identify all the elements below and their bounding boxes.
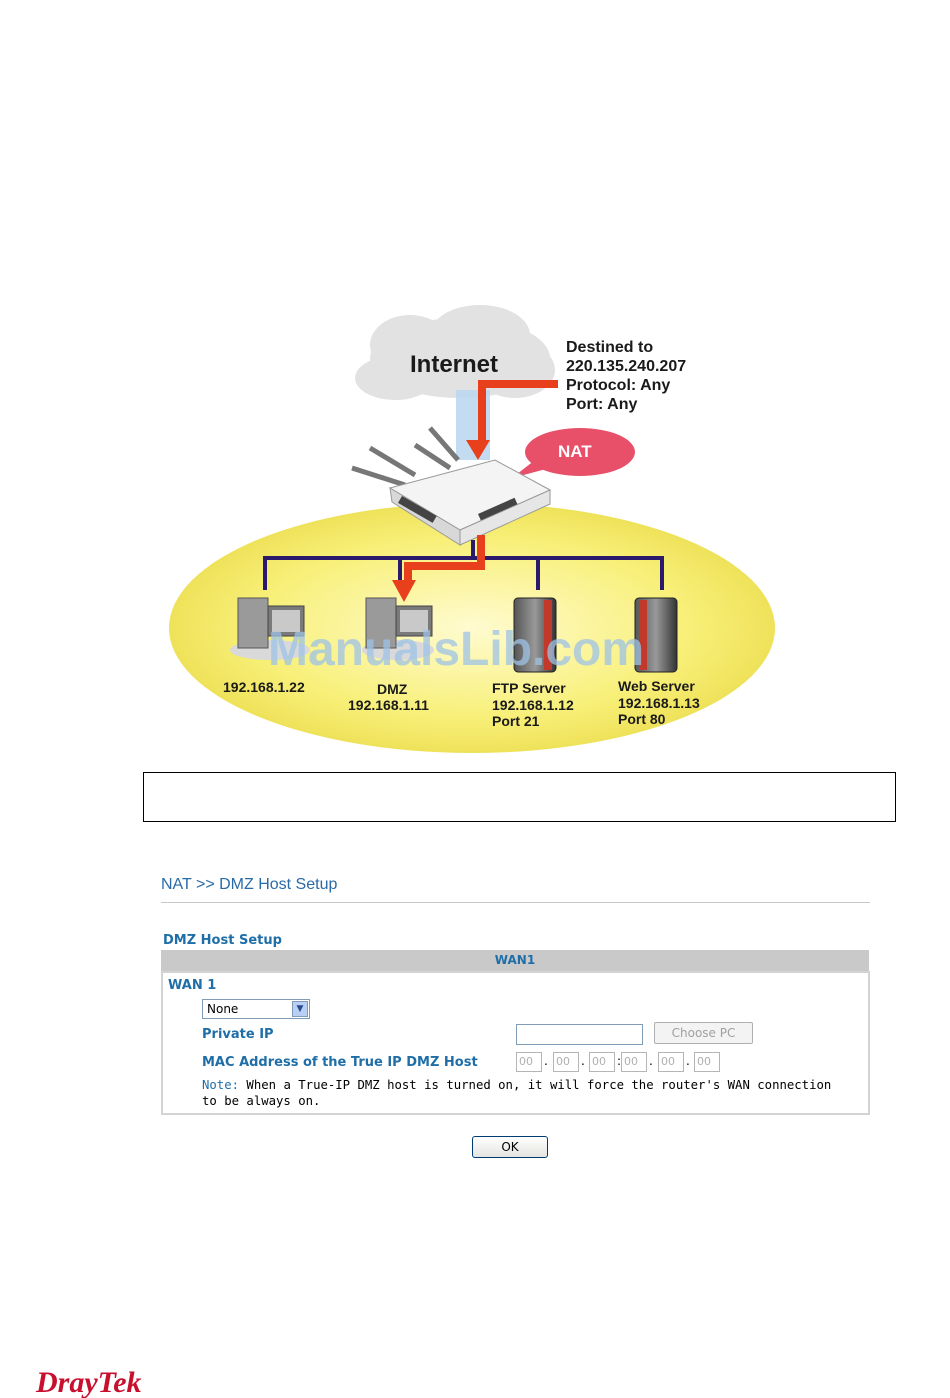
mac-octet-input[interactable]: 00	[621, 1052, 647, 1072]
mac-separator: .	[649, 1054, 653, 1068]
host-label: FTP Server	[492, 680, 566, 696]
true-ip-note: Note: When a True-IP DMZ host is turned …	[202, 1077, 842, 1109]
internet-cloud	[355, 305, 555, 400]
mac-octet-input[interactable]: 00	[553, 1052, 579, 1072]
watermark: ManualsLib.com	[268, 623, 644, 676]
dmz-pc-icon	[362, 597, 434, 660]
svg-text:FTP Server 192.168.1.12: FTP Server 192.168.1.12 Port 21	[492, 680, 578, 729]
svg-text:Web Server 192.168.1.13: Web Server 192.168.1.13 Port 80	[618, 678, 704, 727]
destination-line: 220.135.240.207	[566, 358, 686, 375]
mac-octet-input[interactable]: 00	[658, 1052, 684, 1072]
dmz-arrow	[392, 535, 485, 602]
logo-text-tek: Tek	[98, 1366, 142, 1398]
mac-octet-input[interactable]: 00	[516, 1052, 542, 1072]
mac-separator: .	[544, 1054, 548, 1068]
choose-pc-button[interactable]: Choose PC	[654, 1022, 753, 1044]
mac-octet-input[interactable]: 00	[694, 1052, 720, 1072]
host-label: Port 80	[618, 711, 666, 727]
lan-area	[169, 503, 775, 753]
destination-line: Protocol: Any	[566, 377, 670, 394]
host-label: 192.168.1.13	[618, 695, 700, 711]
destination-line: Port: Any	[566, 396, 638, 413]
nat-label: NAT	[558, 442, 592, 461]
internet-label: Internet	[410, 351, 498, 378]
page-title: NAT >> DMZ Host Setup	[161, 876, 338, 893]
private-ip-label: Private IP	[202, 1027, 274, 1042]
destination-line: Destined to	[566, 339, 653, 356]
ok-button[interactable]: OK	[472, 1136, 548, 1158]
svg-text:Destined to 220.135.240.20: Destined to 220.135.240.207 Protocol: An…	[566, 339, 691, 413]
mac-separator: :	[617, 1054, 622, 1068]
svg-text:DMZ 192.168.1.11: DMZ 192.168.1.11	[348, 681, 429, 713]
chevron-down-icon[interactable]: ▼	[292, 1001, 308, 1017]
wan-tab-header[interactable]: WAN1	[161, 950, 869, 971]
logo-text-dray: Dray	[35, 1366, 98, 1398]
title-divider	[161, 902, 870, 903]
incoming-arrow	[466, 380, 558, 460]
section-title: DMZ Host Setup	[163, 933, 282, 948]
svg-text:DrayTek: DrayTek	[35, 1366, 142, 1398]
host-label: Web Server	[618, 678, 695, 694]
dmz-network-diagram: Internet Destined to 220.135.240.207 Pro…	[169, 305, 775, 753]
private-ip-input[interactable]	[516, 1024, 643, 1045]
svg-text:192.168.1.22: 192.168.1.22	[223, 679, 305, 695]
host-label: Port 21	[492, 713, 540, 729]
note-label: Note:	[202, 1078, 240, 1092]
dmz-mode-value: None	[207, 1002, 239, 1016]
ftp-server-icon	[513, 597, 557, 673]
nat-bubble	[512, 428, 635, 478]
mac-separator: .	[686, 1054, 690, 1068]
draytek-logo: DrayTek	[35, 1366, 142, 1398]
host-label: 192.168.1.12	[492, 697, 574, 713]
wan-settings-panel	[161, 971, 870, 1115]
wan1-label: WAN 1	[168, 978, 217, 993]
lan-bus	[263, 540, 664, 590]
host-label: 192.168.1.22	[223, 679, 305, 695]
note-text: When a True-IP DMZ host is turned on, it…	[202, 1078, 832, 1108]
host-label: 192.168.1.11	[348, 697, 429, 713]
pc-icon	[230, 597, 310, 660]
host-label: DMZ	[377, 681, 408, 697]
router-icon	[351, 426, 552, 546]
mac-octet-input[interactable]: 00	[589, 1052, 615, 1072]
empty-frame	[143, 772, 896, 822]
mac-address-label: MAC Address of the True IP DMZ Host	[202, 1055, 478, 1070]
mac-separator: .	[581, 1054, 585, 1068]
dmz-mode-select[interactable]: None ▼	[202, 999, 310, 1019]
web-server-icon	[634, 597, 678, 673]
